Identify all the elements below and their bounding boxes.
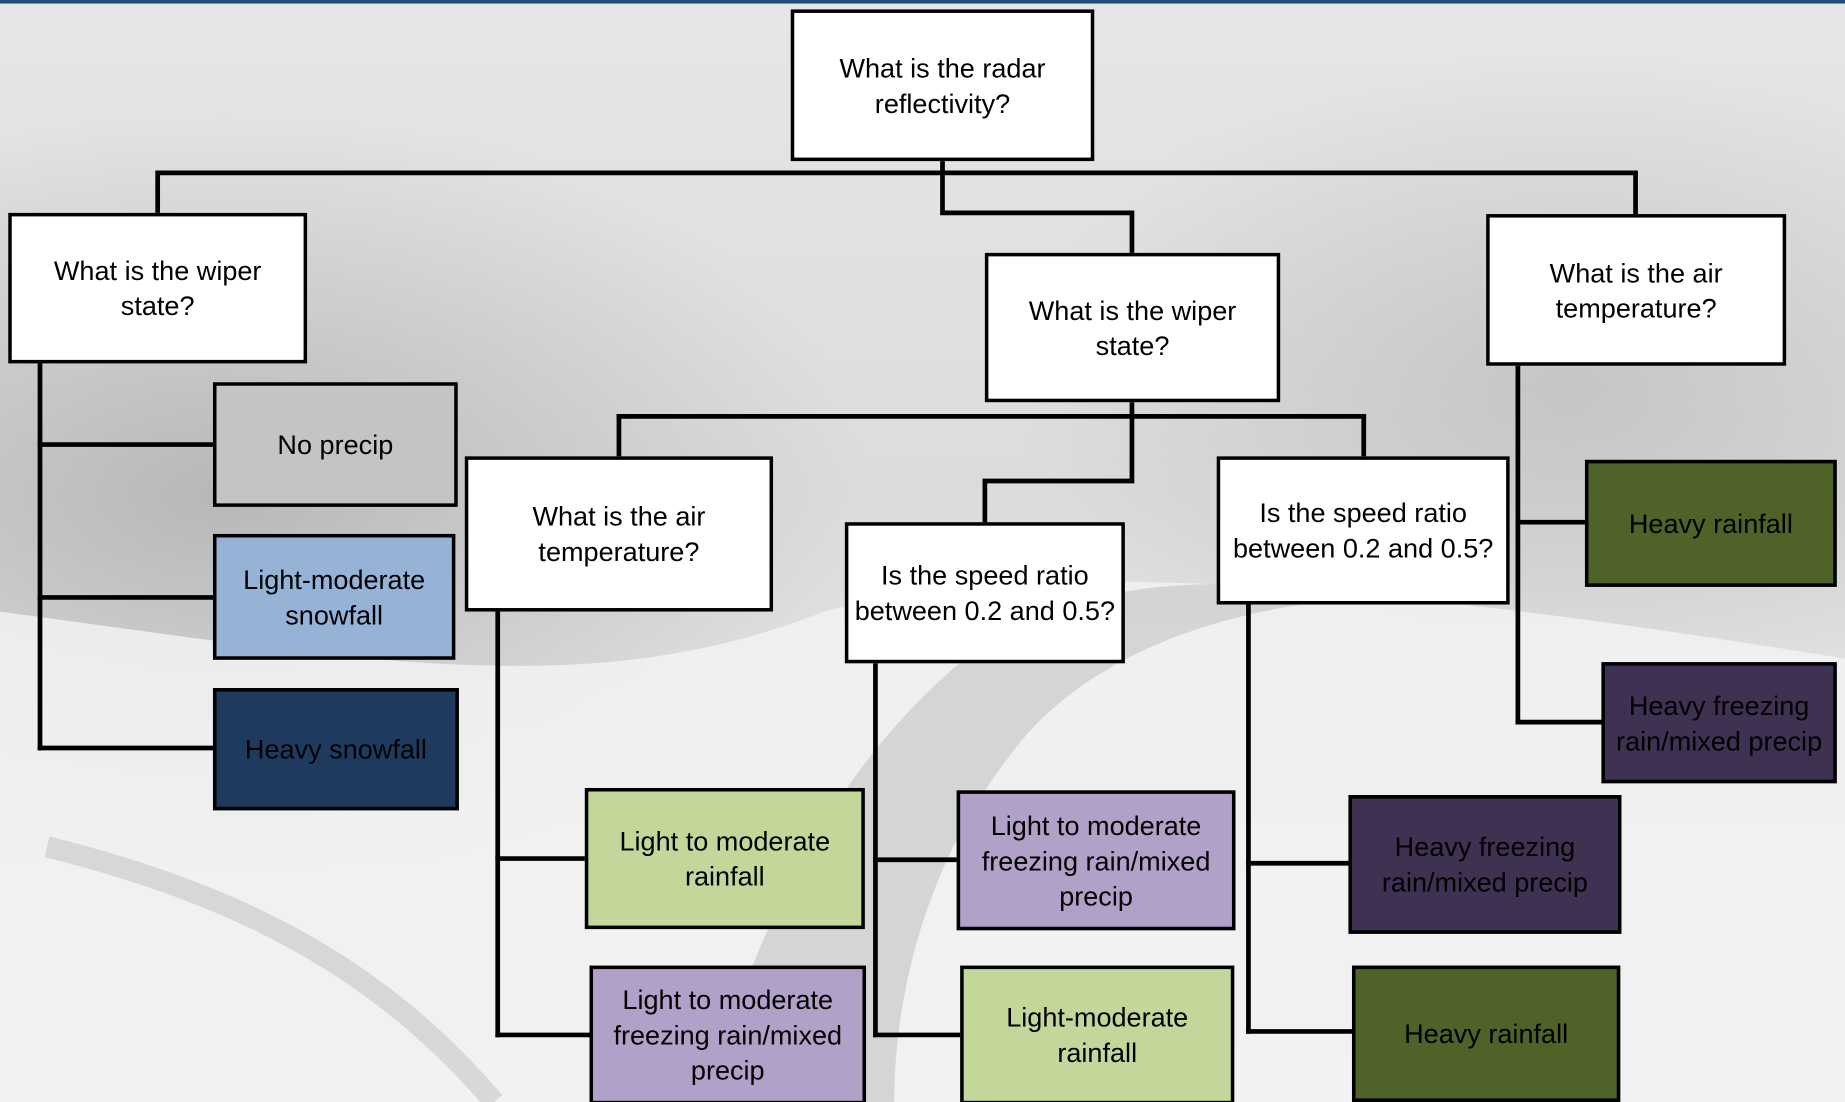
connector-root-right xyxy=(940,170,1638,217)
leaf-temp-light-moderate-freezing-rain-text: Light to moderate freezing rain/mixed pr… xyxy=(613,984,843,1086)
leaf-speed-a-light-moderate-freezing-rain-text: Light to moderate freezing rain/mixed pr… xyxy=(981,809,1211,911)
middle-temperature-question-text: What is the air temperature? xyxy=(532,501,706,567)
leaf-light-moderate-snowfall-text: Light-moderate snowfall xyxy=(243,563,426,630)
left-question-text: What is the wiper state? xyxy=(53,255,262,322)
leaf-heavy-snowfall: Heavy snowfall xyxy=(212,688,459,811)
leaf-no-precip: No precip xyxy=(212,382,458,507)
leaf-speed-a-light-moderate-freezing-rain: Light to moderate freezing rain/mixed pr… xyxy=(956,790,1236,931)
leaf-speed-a-light-moderate-rainfall-text: Light-moderate rainfall xyxy=(1006,1002,1189,1068)
middle-temperature-question-node: What is the air temperature? xyxy=(464,456,774,612)
leaf-right-heavy-freezing-rain: Heavy freezing rain/mixed precip xyxy=(1601,662,1837,784)
right-question-node: What is the air temperature? xyxy=(1486,214,1787,366)
leaf-heavy-snowfall-text: Heavy snowfall xyxy=(244,733,427,765)
speed-ratio-question-text-b: Is the speed ratio between 0.2 and 0.5? xyxy=(1232,497,1494,564)
leaf-right-heavy-rainfall: Heavy rainfall xyxy=(1584,459,1837,587)
leaf-right-heavy-freezing-rain-text: Heavy freezing rain/mixed precip xyxy=(1616,689,1823,756)
connector-root-left xyxy=(155,158,945,216)
middle-question-node: What is the wiper state? xyxy=(984,252,1281,403)
root-question-text: What is the radar reflectivity? xyxy=(839,52,1046,119)
leaf-no-precip-text: No precip xyxy=(277,429,394,460)
leaf-temp-light-moderate-freezing-rain: Light to moderate freezing rain/mixed pr… xyxy=(589,965,867,1102)
leaf-right-heavy-rainfall-text: Heavy rainfall xyxy=(1628,508,1793,539)
right-question-text: What is the air temperature? xyxy=(1549,256,1723,323)
leaf-light-moderate-snowfall: Light-moderate snowfall xyxy=(212,533,456,660)
speed-ratio-question-node-b: Is the speed ratio between 0.2 and 0.5? xyxy=(1216,456,1510,605)
left-question-node: What is the wiper state? xyxy=(8,212,308,364)
leaf-temp-light-moderate-rainfall-text: Light to moderate rainfall xyxy=(619,825,831,892)
leaf-speed-a-light-moderate-rainfall: Light-moderate rainfall xyxy=(960,965,1235,1102)
leaf-speed-b-heavy-freezing-rain: Heavy freezing rain/mixed precip xyxy=(1348,795,1622,934)
leaf-temp-light-moderate-rainfall: Light to moderate rainfall xyxy=(584,787,865,930)
leaf-speed-b-heavy-rainfall: Heavy rainfall xyxy=(1351,965,1621,1102)
middle-question-text: What is the wiper state? xyxy=(1028,294,1237,361)
top-accent-bar xyxy=(0,0,1845,4)
speed-ratio-question-text-a: Is the speed ratio between 0.2 and 0.5? xyxy=(854,559,1116,626)
speed-ratio-question-node-a: Is the speed ratio between 0.2 and 0.5? xyxy=(844,522,1125,664)
connector-root-mid xyxy=(940,170,1135,256)
leaf-speed-b-heavy-rainfall-text: Heavy rainfall xyxy=(1404,1018,1569,1050)
connector-mid-speeda xyxy=(982,413,1135,525)
leaf-speed-b-heavy-freezing-rain-text: Heavy freezing rain/mixed precip xyxy=(1381,831,1588,898)
root-question-node: What is the radar reflectivity? xyxy=(790,9,1095,162)
